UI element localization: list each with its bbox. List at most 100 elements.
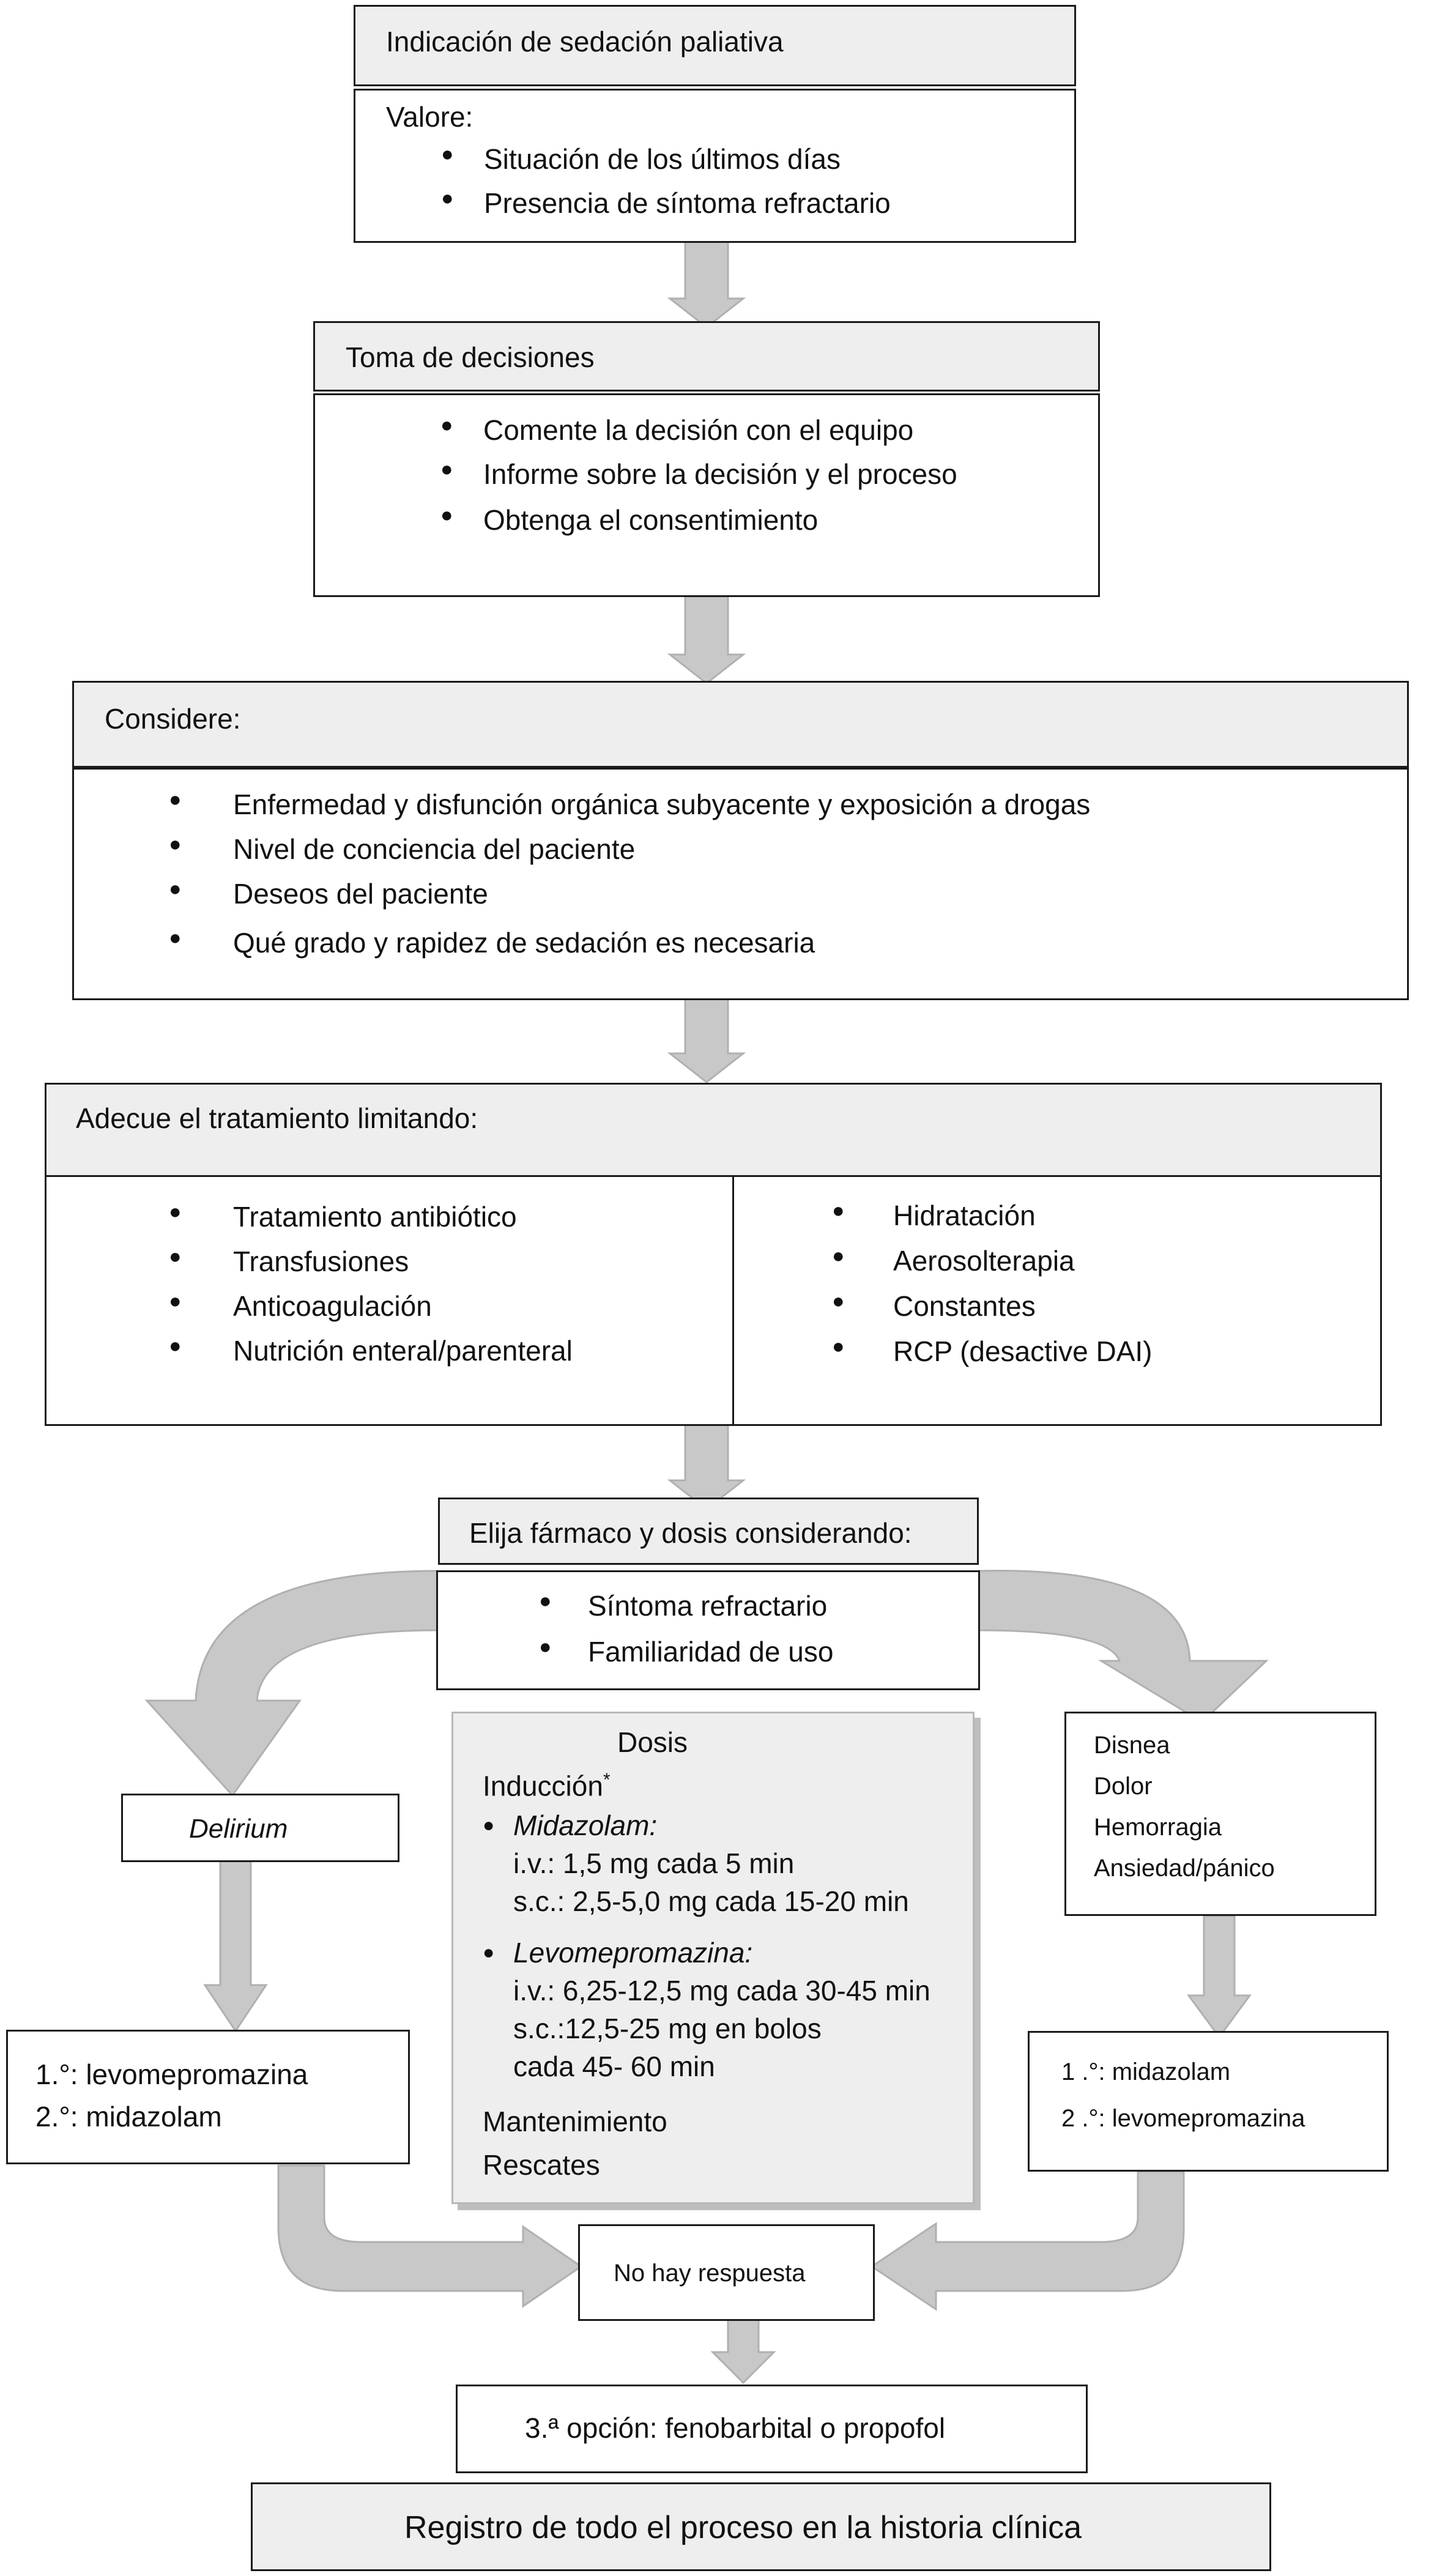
symptoms-options-box: 1 .°: midazolam 2 .°: levomepromazina xyxy=(1028,2031,1389,2172)
symptom-2: Dolor xyxy=(1094,1773,1153,1800)
bullet-icon: ● xyxy=(483,1941,495,1963)
bullet-icon: ● xyxy=(539,1635,552,1658)
list-item: ●Situación de los últimos días xyxy=(441,143,841,175)
step3-title: Considere: xyxy=(105,703,241,735)
step3-list: ●Enfermedad y disfunción orgánica subyac… xyxy=(169,788,1090,970)
list-item: ●Hidratación xyxy=(832,1199,1036,1231)
rescue-label: Rescates xyxy=(483,2149,600,2181)
bullet-icon: ● xyxy=(440,503,453,527)
arrow-step1-to-step2 xyxy=(667,239,746,328)
symptom-3: Hemorragia xyxy=(1094,1814,1222,1841)
symptom-1: Disnea xyxy=(1094,1732,1170,1759)
bullet-icon: ● xyxy=(169,833,182,856)
drug1-name: Midazolam: xyxy=(513,1810,658,1841)
delirium-option-1: 1.°: levomepromazina xyxy=(35,2058,308,2090)
arrow-step4-to-step5 xyxy=(667,1423,746,1510)
step4-right-list: ●Hidratación ●Aerosolterapia ●Constantes… xyxy=(832,1199,1153,1380)
no-response-label: No hay respuesta xyxy=(614,2260,806,2287)
step2-body-box: ●Comente la decisión con el equipo ●Info… xyxy=(313,393,1100,597)
list-item: ●RCP (desactive DAI) xyxy=(832,1335,1153,1367)
bullet-icon: ● xyxy=(441,187,454,210)
maintenance-label: Mantenimiento xyxy=(483,2106,667,2137)
arrow-symptoms-to-options xyxy=(1187,1915,1252,2039)
bullet-icon: ● xyxy=(441,143,454,166)
arrow-delirium-to-options xyxy=(203,1856,268,2033)
no-response-box: No hay respuesta xyxy=(578,2224,875,2321)
step4-title-box: Adecue el tratamiento limitando: xyxy=(45,1083,1382,1177)
step1-list: ●Situación de los últimos días ●Presenci… xyxy=(441,143,891,231)
list-item: ●Nutrición enteral/parenteral xyxy=(169,1334,573,1367)
delirium-option-2: 2.°: midazolam xyxy=(35,2101,222,2132)
step2-title: Toma de decisiones xyxy=(346,341,595,373)
induction-label: Inducción* xyxy=(483,1770,611,1802)
step4-right-box: ●Hidratación ●Aerosolterapia ●Constantes… xyxy=(732,1175,1382,1426)
step5-body-box: ●Síntoma refractario ●Familiaridad de us… xyxy=(436,1570,980,1690)
record-label: Registro de todo el proceso en la histor… xyxy=(404,2510,1082,2545)
step3-body-box: ●Enfermedad y disfunción orgánica subyac… xyxy=(72,768,1409,1000)
bullet-icon: ● xyxy=(169,1290,182,1313)
record-box: Registro de todo el proceso en la histor… xyxy=(251,2482,1271,2571)
symptoms-box: Disnea Dolor Hemorragia Ansiedad/pánico xyxy=(1064,1712,1376,1916)
bullet-icon: ● xyxy=(440,458,453,481)
arrow-right-to-noresponse xyxy=(870,2170,1185,2311)
drug2-line-2: s.c.:12,5-25 mg en bolos xyxy=(513,2013,822,2044)
list-item: ●Qué grado y rapidez de sedación es nece… xyxy=(169,926,815,959)
step1-title-box: Indicación de sedación paliativa xyxy=(354,5,1076,86)
step4-title: Adecue el tratamiento limitando: xyxy=(76,1102,478,1134)
step1-lead: Valore: xyxy=(386,101,473,133)
bullet-icon: ● xyxy=(169,788,182,811)
bullet-icon: ● xyxy=(483,1814,495,1836)
step4-left-box: ●Tratamiento antibiótico ●Transfusiones … xyxy=(45,1175,734,1426)
step1-title: Indicación de sedación paliativa xyxy=(386,26,784,58)
dosis-box: Dosis Inducción* ● Midazolam: i.v.: 1,5 … xyxy=(451,1712,975,2204)
arrow-step2-to-step3 xyxy=(667,595,746,685)
bullet-icon: ● xyxy=(832,1244,845,1268)
list-item: ●Tratamiento antibiótico xyxy=(169,1200,517,1233)
step1-body-box: Valore: ●Situación de los últimos días ●… xyxy=(354,89,1076,243)
third-option-label: 3.ª opción: fenobarbital o propofol xyxy=(525,2412,946,2444)
list-item: ●Presencia de síntoma refractario xyxy=(441,187,891,219)
arrow-branch-left xyxy=(144,1570,439,1797)
list-item: ●Síntoma refractario xyxy=(539,1589,828,1622)
step5-title-box: Elija fármaco y dosis considerando: xyxy=(438,1498,979,1565)
bullet-icon: ● xyxy=(832,1335,845,1358)
symptoms-option-1: 1 .°: midazolam xyxy=(1061,2058,1231,2085)
drug2-line-1: i.v.: 6,25-12,5 mg cada 30-45 min xyxy=(513,1975,930,2006)
bullet-icon: ● xyxy=(539,1589,552,1613)
list-item: ●Constantes xyxy=(832,1290,1036,1322)
bullet-icon: ● xyxy=(832,1290,845,1313)
delirium-box: Delirium xyxy=(121,1794,399,1862)
drug1-line-2: s.c.: 2,5-5,0 mg cada 15-20 min xyxy=(513,1885,909,1917)
list-item: ●Aerosolterapia xyxy=(832,1244,1075,1277)
step5-list: ●Síntoma refractario ●Familiaridad de us… xyxy=(539,1589,833,1681)
arrow-left-to-noresponse xyxy=(277,2164,583,2308)
list-item: ●Transfusiones xyxy=(169,1245,409,1277)
delirium-options-box: 1.°: levomepromazina 2.°: midazolam xyxy=(6,2030,410,2164)
list-item: ●Informe sobre la decisión y el proceso xyxy=(440,458,957,490)
step2-list: ●Comente la decisión con el equipo ●Info… xyxy=(440,414,957,547)
symptom-4: Ansiedad/pánico xyxy=(1094,1855,1275,1882)
list-item: ●Familiaridad de uso xyxy=(539,1635,834,1668)
drug2-name: Levomepromazina: xyxy=(513,1937,753,1969)
delirium-label: Delirium xyxy=(189,1814,288,1844)
list-item: ●Anticoagulación xyxy=(169,1290,432,1322)
third-option-box: 3.ª opción: fenobarbital o propofol xyxy=(456,2385,1088,2473)
bullet-icon: ● xyxy=(169,1334,182,1357)
bullet-icon: ● xyxy=(832,1199,845,1222)
bullet-icon: ● xyxy=(169,1245,182,1268)
step4-left-list: ●Tratamiento antibiótico ●Transfusiones … xyxy=(169,1200,573,1379)
list-item: ●Enfermedad y disfunción orgánica subyac… xyxy=(169,788,1091,820)
list-item: ●Obtenga el consentimiento xyxy=(440,503,819,536)
list-item: ●Comente la decisión con el equipo xyxy=(440,414,914,446)
list-item: ●Deseos del paciente xyxy=(169,877,488,910)
step2-title-box: Toma de decisiones xyxy=(313,321,1100,392)
step3-title-box: Considere: xyxy=(72,681,1409,768)
drug2-line-3: cada 45- 60 min xyxy=(513,2051,715,2082)
bullet-icon: ● xyxy=(169,1200,182,1223)
step5-title: Elija fármaco y dosis considerando: xyxy=(469,1517,912,1549)
bullet-icon: ● xyxy=(169,926,182,949)
symptoms-option-2: 2 .°: levomepromazina xyxy=(1061,2105,1305,2132)
list-item: ●Nivel de conciencia del paciente xyxy=(169,833,636,865)
arrow-step3-to-step4 xyxy=(667,995,746,1083)
